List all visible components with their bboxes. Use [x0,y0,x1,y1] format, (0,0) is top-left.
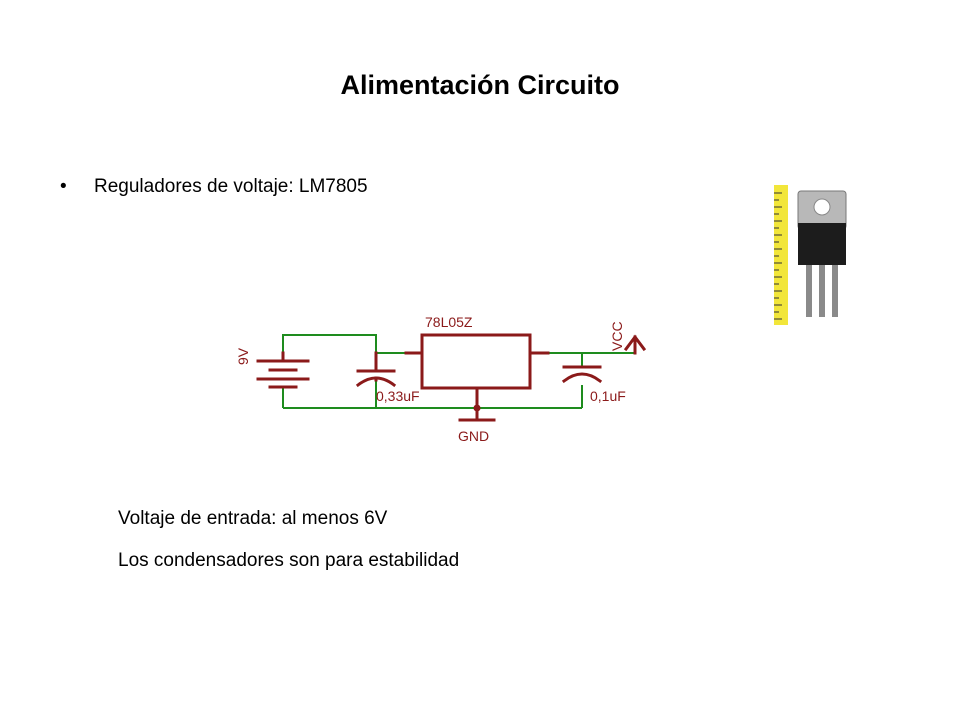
slide-title: Alimentación Circuito [340,70,620,100]
bullet-item: • Reguladores de voltaje: LM7805 [60,176,368,198]
schematic-wires [282,334,635,409]
regulator-schematic: 78L05Z 0,33uF 0,1uF GND 9V VCC [235,314,647,444]
battery-label: 9V [235,347,251,365]
battery-symbol [256,351,310,389]
ruler-image [774,185,788,325]
input-voltage-note: Voltaje de entrada: al menos 6V [118,508,388,529]
gnd-label: GND [458,428,489,444]
ground-junction [473,404,481,412]
capacitor-note: Los condensadores son para estabilidad [118,550,460,571]
regulator-label: 78L05Z [425,314,473,330]
cap-in-label: 0,33uF [376,388,420,404]
vcc-label: VCC [609,321,625,351]
bullet-marker: • [60,176,67,197]
regulator-component-image [797,190,847,317]
cap-out-label: 0,1uF [590,388,626,404]
input-capacitor [355,351,397,388]
lm7805-photo [774,185,847,325]
vcc-arrow [623,334,647,355]
bullet-text: Reguladores de voltaje: LM7805 [94,176,368,197]
output-capacitor [561,365,603,384]
